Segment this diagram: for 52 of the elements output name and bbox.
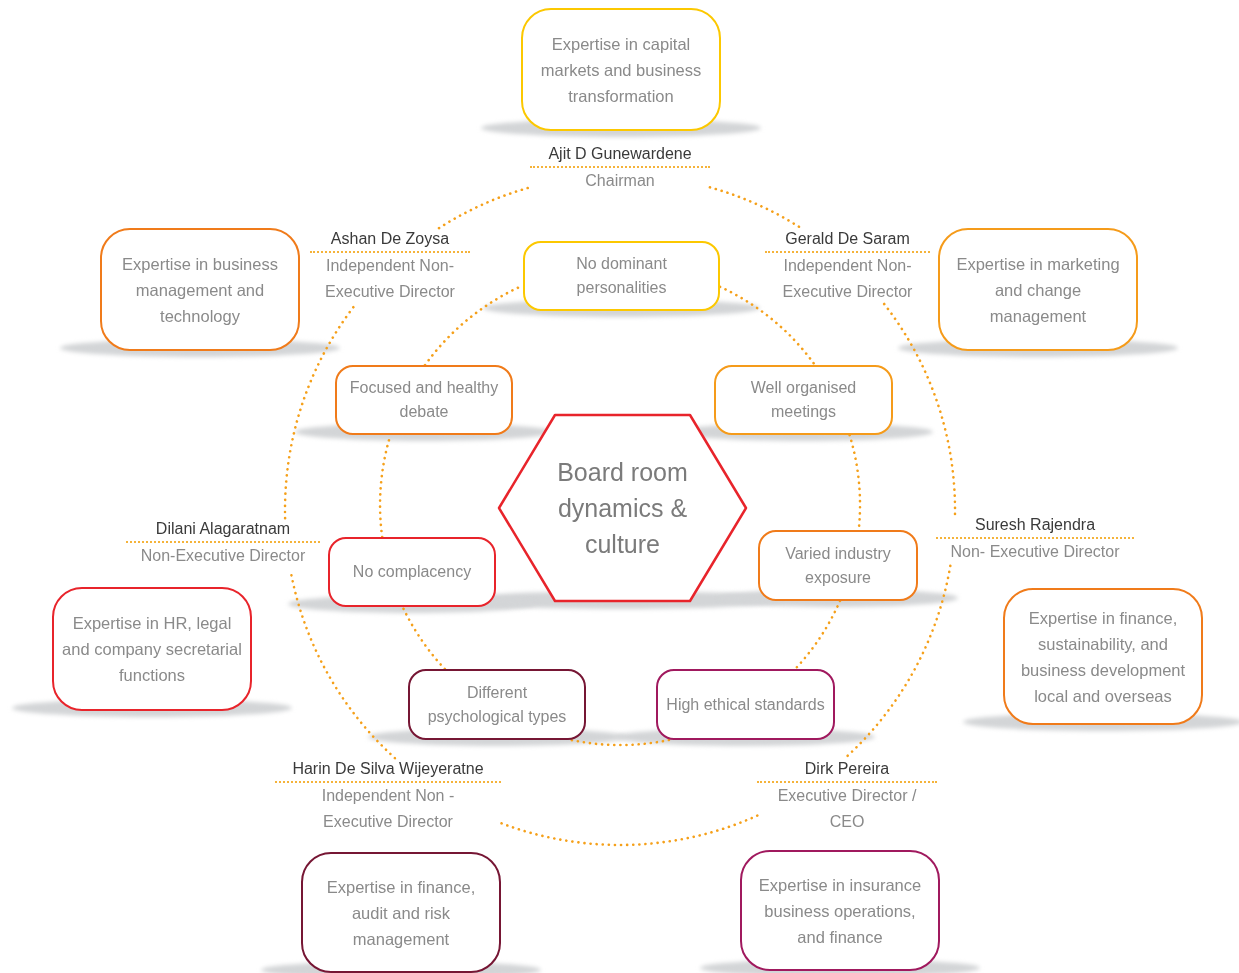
expertise-card [521, 8, 721, 131]
director-name: Dilani Alagaratnam [126, 518, 320, 543]
expertise-card [938, 228, 1138, 351]
attribute-card [523, 241, 720, 311]
expertise-card [301, 852, 501, 973]
director-role: Non- Executive Director [949, 542, 1121, 562]
director-name: Ajit D Gunewardene [530, 143, 710, 168]
dotted-connector [718, 285, 817, 367]
director-name: Suresh Rajendra [936, 514, 1134, 539]
expertise-card [100, 228, 300, 351]
dotted-connector [708, 186, 803, 230]
card-text: Expertise in finance, audit and risk management [325, 876, 477, 950]
dotted-connector [499, 814, 759, 847]
center-title: Board room dynamics & culture [556, 457, 689, 560]
attribute-card [328, 537, 496, 607]
card-text: Focused and healthy debate [348, 378, 500, 422]
expertise-card [1003, 588, 1203, 725]
dotted-connector [843, 564, 952, 760]
director-role: Executive Director / CEO [776, 786, 918, 832]
director-name: Harin De Silva Wijeyeratne [275, 758, 501, 783]
card-text: No dominant personalities [575, 254, 668, 298]
director-role: Non-Executive Director [139, 546, 307, 566]
expertise-card [740, 850, 940, 971]
dotted-connector [437, 186, 532, 230]
director-role: Independent Non-Executive Director [781, 256, 914, 302]
card-text: Expertise in capital markets and business transformation [539, 33, 703, 107]
director-role: Independent Non - Executive Director [320, 786, 456, 832]
director-name: Gerald De Saram [765, 228, 930, 253]
attribute-card [656, 669, 835, 740]
card-text: Expertise in insurance business operations, and finance [757, 874, 923, 948]
card-text: Well organised meetings [749, 378, 858, 422]
attribute-card [758, 530, 918, 601]
dotted-connector [401, 605, 447, 671]
director-role: Independent Non-Executive Director [324, 256, 456, 302]
card-text: Expertise in marketing and change management [955, 253, 1121, 327]
attribute-card [408, 669, 586, 740]
attribute-card [714, 365, 893, 435]
card-text: Expertise in business management and technology [121, 253, 279, 327]
director-role: Chairman [584, 171, 656, 191]
attribute-card [335, 365, 513, 435]
dotted-connector [882, 302, 957, 516]
card-text: Expertise in finance, sustainability, and business development local and overseas [1019, 607, 1187, 707]
dotted-connector [793, 599, 842, 671]
card-text: High ethical standards [666, 694, 825, 715]
director-name: Ashan De Zoysa [310, 228, 470, 253]
card-text: Expertise in HR, legal and company secretarial functions [62, 613, 242, 686]
card-text: No complacency [352, 562, 472, 582]
director-name: Dirk Pereira [757, 758, 937, 783]
dotted-connector [569, 738, 671, 747]
card-text: Different psychological types [426, 682, 568, 727]
card-text: Varied industry exposure [784, 543, 892, 588]
expertise-card [52, 587, 252, 711]
